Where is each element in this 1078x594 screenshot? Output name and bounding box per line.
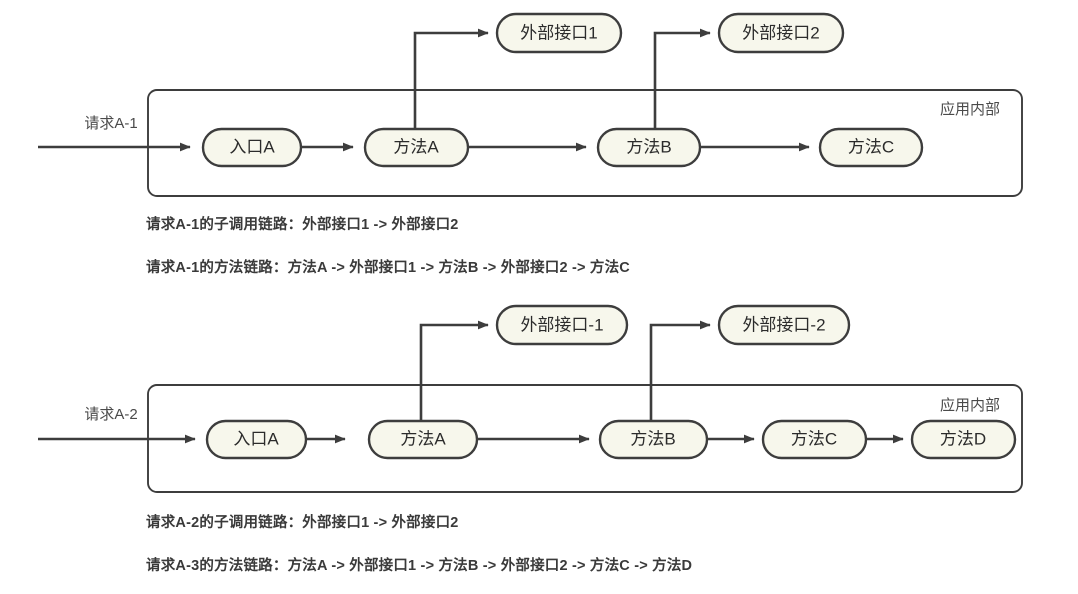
node-entry-a-label-top: 入口A — [229, 137, 275, 156]
node-entry-a-bottom[interactable] — [205, 419, 308, 460]
diagram-top: 应用内部 请求A-1 外部接口1 外部接口2 入口A 方法A — [38, 12, 1023, 197]
node-ext-1-bottom[interactable] — [495, 304, 629, 346]
edge-methodb-to-ext2-top — [653, 28, 711, 131]
node-method-d-bottom[interactable] — [910, 419, 1017, 460]
diagram-bottom: 应用内部 请求A-2 外部接口-1 外部接口-2 入口A — [38, 304, 1023, 493]
node-ext-1-label-top: 外部接口1 — [520, 23, 597, 42]
node-method-c-label-top: 方法C — [848, 137, 894, 156]
node-method-b-label-bottom: 方法B — [630, 429, 675, 448]
node-method-c-top[interactable] — [818, 127, 924, 168]
node-method-c-bottom[interactable] — [761, 419, 868, 460]
node-ext-2-top[interactable] — [717, 12, 845, 54]
node-method-a-label-top: 方法A — [393, 137, 439, 156]
node-ext-2-label-top: 外部接口2 — [742, 23, 819, 42]
request-label-top: 请求A-1 — [84, 115, 137, 132]
node-entry-a-label-bottom: 入口A — [233, 429, 279, 448]
node-ext-1-label-bottom: 外部接口-1 — [520, 315, 603, 334]
request-label-bottom: 请求A-2 — [84, 406, 137, 423]
node-method-c-label-bottom: 方法C — [791, 429, 837, 448]
app-container-label-bottom: 应用内部 — [940, 396, 1000, 414]
node-method-a-bottom[interactable] — [367, 419, 479, 460]
node-entry-a-top[interactable] — [201, 127, 303, 168]
caption-top-subchain: 请求A-1的子调用链路：外部接口1 -> 外部接口2 — [146, 217, 459, 233]
node-method-d-label-bottom: 方法D — [940, 429, 986, 448]
node-method-b-top[interactable] — [596, 127, 702, 168]
caption-bottom-subchain: 请求A-2的子调用链路：外部接口1 -> 外部接口2 — [146, 515, 459, 531]
node-method-a-label-bottom: 方法A — [400, 429, 446, 448]
node-ext-2-label-bottom: 外部接口-2 — [742, 315, 825, 334]
caption-bottom-methodchain: 请求A-3的方法链路：方法A -> 外部接口1 -> 方法B -> 外部接口2 … — [146, 558, 693, 574]
node-method-b-bottom[interactable] — [598, 419, 709, 460]
node-ext-1-top[interactable] — [495, 12, 623, 54]
node-ext-2-bottom[interactable] — [717, 304, 851, 346]
app-container-label-top: 应用内部 — [940, 100, 1000, 118]
edge-methoda-to-ext1-bottom — [419, 320, 489, 423]
caption-top-methodchain: 请求A-1的方法链路：方法A -> 外部接口1 -> 方法B -> 外部接口2 … — [146, 260, 630, 276]
node-method-a-top[interactable] — [363, 127, 470, 168]
edge-methoda-to-ext1-top — [413, 28, 489, 131]
node-method-b-label-top: 方法B — [626, 137, 671, 156]
edge-methodb-to-ext2-bottom — [649, 320, 711, 423]
